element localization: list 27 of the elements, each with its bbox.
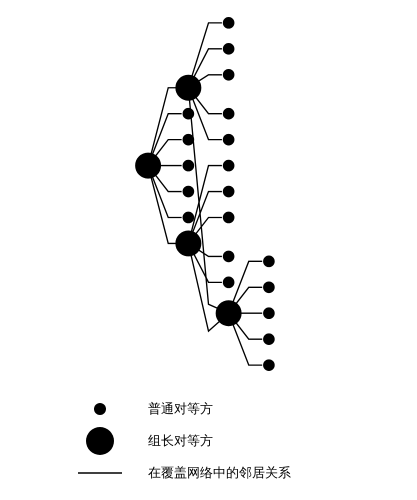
peer-dot [222,17,234,29]
peer-dot [263,281,275,294]
peer-dot [182,134,194,146]
peer-dot [222,160,234,172]
peer-dot [222,250,234,262]
legend-text: 组长对等方 [148,433,213,450]
peer-dot [222,212,234,224]
legend-text: 普通对等方 [148,400,213,418]
peer-dot [182,108,194,120]
peer-dot [222,276,234,288]
peer-dot [222,108,234,120]
peer-dot [222,186,234,198]
peer-dot [182,160,194,172]
peer-dot [263,359,275,371]
peer-dot [263,256,275,268]
group-leader-dot [216,300,242,326]
group-leader-dot [135,152,162,179]
peer-dot [263,307,275,320]
peer-dot [222,134,234,146]
group-leader-dot [175,230,202,256]
group-leader-dot [175,74,202,101]
peer-dot [182,212,194,224]
peer-dot [222,43,234,55]
peer-dot [263,333,275,345]
legend-text: 在覆盖网络中的邻居关系 [148,465,291,482]
peer-dot [182,186,194,198]
peer-dot [222,68,234,81]
